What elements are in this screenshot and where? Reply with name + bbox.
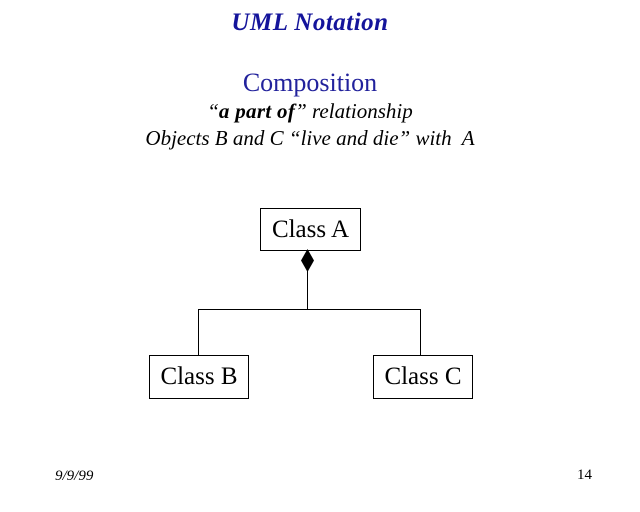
class-a-label: Class A xyxy=(271,215,350,243)
slide-subtitle: Composition xyxy=(242,68,378,97)
connector-drop-line-c xyxy=(420,309,421,355)
footer-date: 9/9/99 xyxy=(55,468,94,484)
class-b-box: Class B xyxy=(149,355,249,399)
relationship-line: “a part of” relationship xyxy=(0,99,620,124)
relationship-line-bold-text: a part of xyxy=(218,99,296,123)
connector-drop-line-b xyxy=(198,309,199,355)
relationship-line-open-quote: “ xyxy=(207,99,219,123)
class-c-box: Class C xyxy=(373,355,473,399)
page-number: 14 xyxy=(577,467,592,483)
class-a-box: Class A xyxy=(260,208,361,251)
class-c-label: Class C xyxy=(384,363,462,390)
page-title: UML Notation xyxy=(231,9,389,36)
connector-horizontal-line xyxy=(198,309,421,310)
relationship-line-rest: ” relationship xyxy=(295,99,413,123)
class-b-label: Class B xyxy=(160,363,238,390)
connector-stem-line xyxy=(307,270,308,310)
objects-description-line: Objects B and C “live and die” with A xyxy=(145,126,475,150)
composition-diamond-icon xyxy=(301,249,314,272)
